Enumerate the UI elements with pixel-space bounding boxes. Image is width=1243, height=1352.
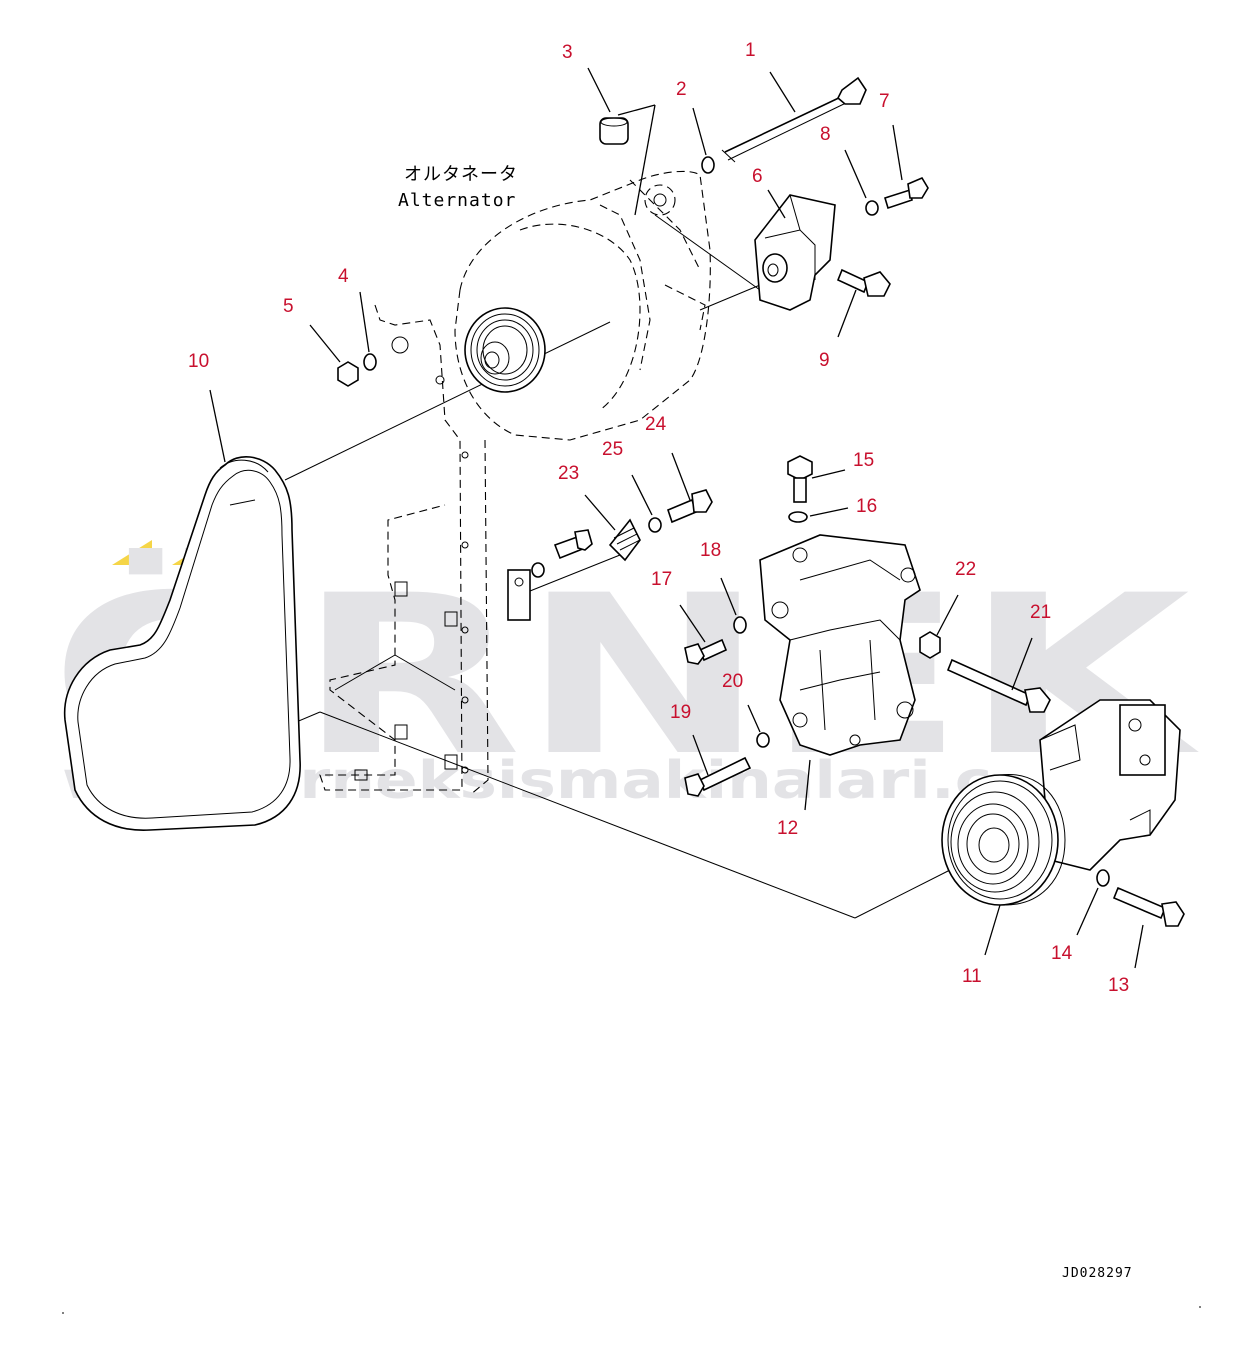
bolt-9 — [836, 268, 891, 297]
bolt-13 — [1112, 886, 1185, 927]
bolt-17 — [684, 638, 728, 665]
bolt-15 — [787, 455, 813, 503]
spacer — [599, 117, 629, 145]
washer-small-a — [531, 562, 545, 578]
caption-english: Alternator — [398, 190, 516, 211]
nut-5 — [337, 361, 359, 387]
callout-8: 8 — [820, 124, 831, 145]
callout-4: 4 — [338, 266, 349, 287]
callout-23: 23 — [558, 463, 579, 484]
alternator — [454, 170, 711, 441]
ac-compressor — [941, 699, 1181, 906]
callout-5: 5 — [283, 296, 294, 317]
long-bolt-21 — [946, 658, 1051, 713]
callout-15: 15 — [853, 450, 874, 471]
callout-10: 10 — [188, 351, 209, 372]
tension-spring — [608, 518, 641, 562]
washer-16 — [788, 511, 808, 523]
callout-11: 11 — [962, 966, 982, 987]
callout-18: 18 — [700, 540, 721, 561]
callout-6: 6 — [752, 166, 763, 187]
callout-16: 16 — [856, 496, 877, 517]
callout-12: 12 — [777, 818, 798, 839]
bolt-24 — [667, 489, 713, 524]
callout-9: 9 — [819, 350, 830, 371]
v-belt — [63, 456, 301, 831]
callout-7: 7 — [879, 91, 890, 112]
mounting-bracket — [319, 304, 489, 796]
tensioner-plate — [507, 569, 531, 621]
callout-3: 3 — [562, 42, 573, 63]
adjuster-bracket — [754, 194, 836, 311]
washer-2 — [701, 156, 715, 174]
callout-17: 17 — [651, 569, 672, 590]
callout-1: 1 — [745, 40, 756, 61]
callout-13: 13 — [1108, 975, 1129, 996]
callout-25: 25 — [602, 439, 623, 460]
callout-leaders — [209, 67, 1144, 969]
bolt-small-a — [553, 529, 593, 560]
callout-2: 2 — [676, 79, 687, 100]
drawing-code: JD028297 — [1062, 1266, 1133, 1281]
watermark-accent-left — [112, 540, 152, 565]
washer-14 — [1096, 869, 1110, 887]
nut-22 — [919, 631, 941, 659]
washer-4 — [363, 353, 377, 371]
callout-22: 22 — [955, 559, 976, 580]
callout-24: 24 — [645, 414, 667, 435]
compressor-bracket — [759, 534, 921, 756]
callout-numbers: 1 2 3 4 5 6 7 8 9 10 11 12 13 14 15 16 1… — [188, 40, 1129, 996]
callout-14: 14 — [1051, 943, 1073, 964]
callout-19: 19 — [670, 702, 691, 723]
long-bolt — [721, 76, 867, 163]
callout-20: 20 — [722, 671, 743, 692]
washer-18 — [733, 616, 747, 634]
callout-21: 21 — [1030, 602, 1051, 623]
caption-japanese: オルタネータ — [404, 164, 518, 185]
bolt-7 — [884, 176, 929, 210]
washer-8 — [865, 200, 879, 216]
washer-20 — [756, 732, 770, 748]
washer-25 — [648, 517, 662, 533]
bolt-19 — [684, 756, 752, 797]
